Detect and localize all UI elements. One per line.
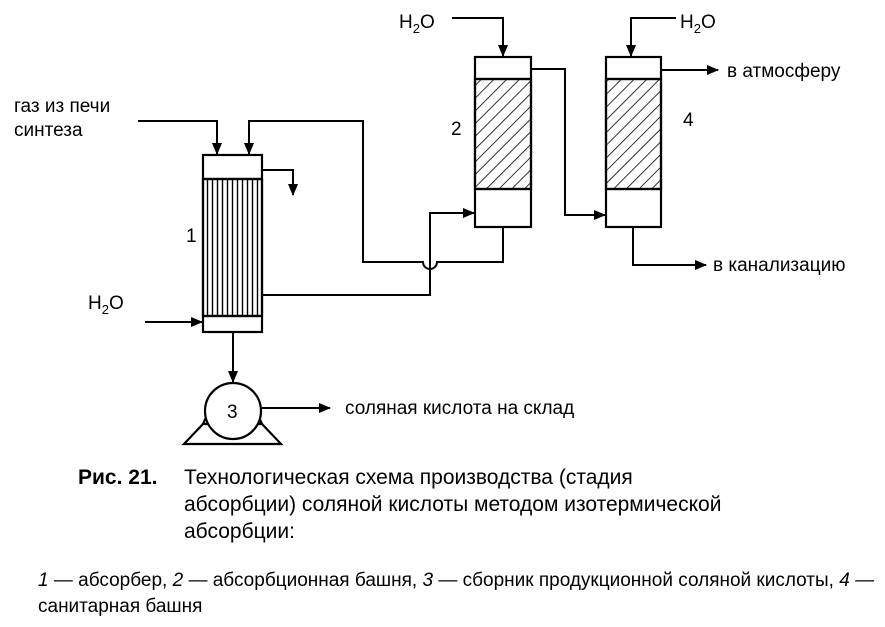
absorber-to-tower2 bbox=[262, 208, 475, 296]
unit-number-1: 1 bbox=[186, 226, 197, 247]
water-inlet-2 bbox=[452, 17, 508, 57]
figure-number: Рис. 21. bbox=[78, 466, 158, 489]
unit-number-4: 4 bbox=[683, 110, 694, 131]
absorber-vent bbox=[262, 169, 298, 196]
legend-text-3: — сборник продукционной соляной кислоты, bbox=[433, 570, 840, 591]
absorption-tower-2 bbox=[473, 55, 533, 229]
gas-inlet-line bbox=[138, 120, 222, 155]
absorber-1 bbox=[201, 153, 264, 334]
collector-3 bbox=[181, 381, 284, 446]
h2o-label-tower4: H2O bbox=[680, 12, 716, 36]
sewer-label: в канализацию bbox=[713, 255, 845, 276]
legend-num-3: 3 bbox=[422, 570, 434, 591]
h2o-label-absorber: H2O bbox=[88, 293, 124, 317]
legend-text-2: — абсорбционная башня, bbox=[183, 570, 423, 591]
figure-title: Технологическая схема производства (стад… bbox=[184, 466, 722, 543]
unit-number-2: 2 bbox=[451, 119, 462, 140]
sewer-outlet bbox=[632, 227, 707, 270]
legend-text-4: — санитарная башня bbox=[38, 570, 875, 617]
legend-num-2: 2 bbox=[172, 570, 184, 591]
h2o-label-tower2: H2O bbox=[399, 12, 435, 36]
gas-source-label-line1: газ из печи bbox=[14, 96, 110, 117]
process-flow-diagram: H2O H2O H2O газ из печи синтеза в атмосф… bbox=[14, 12, 845, 446]
storage-label: соляная кислота на склад bbox=[345, 398, 574, 419]
unit-number-3: 3 bbox=[227, 402, 238, 423]
legend-num-4: 4 bbox=[839, 570, 850, 591]
atmosphere-label: в атмосферу bbox=[727, 61, 841, 82]
tower2-to-tower4 bbox=[531, 68, 606, 220]
legend-num-1: 1 bbox=[38, 570, 49, 591]
tower2-to-absorber bbox=[244, 120, 504, 270]
figure-legend: 1 — абсорбер, 2 — абсорбционная башня, 3… bbox=[38, 568, 878, 620]
water-inlet-4 bbox=[626, 17, 676, 57]
sanitary-tower-4 bbox=[604, 55, 663, 229]
legend-text-1: — абсорбер, bbox=[48, 570, 173, 591]
flow-lines bbox=[138, 17, 719, 413]
gas-source-label-line2: синтеза bbox=[14, 120, 83, 141]
